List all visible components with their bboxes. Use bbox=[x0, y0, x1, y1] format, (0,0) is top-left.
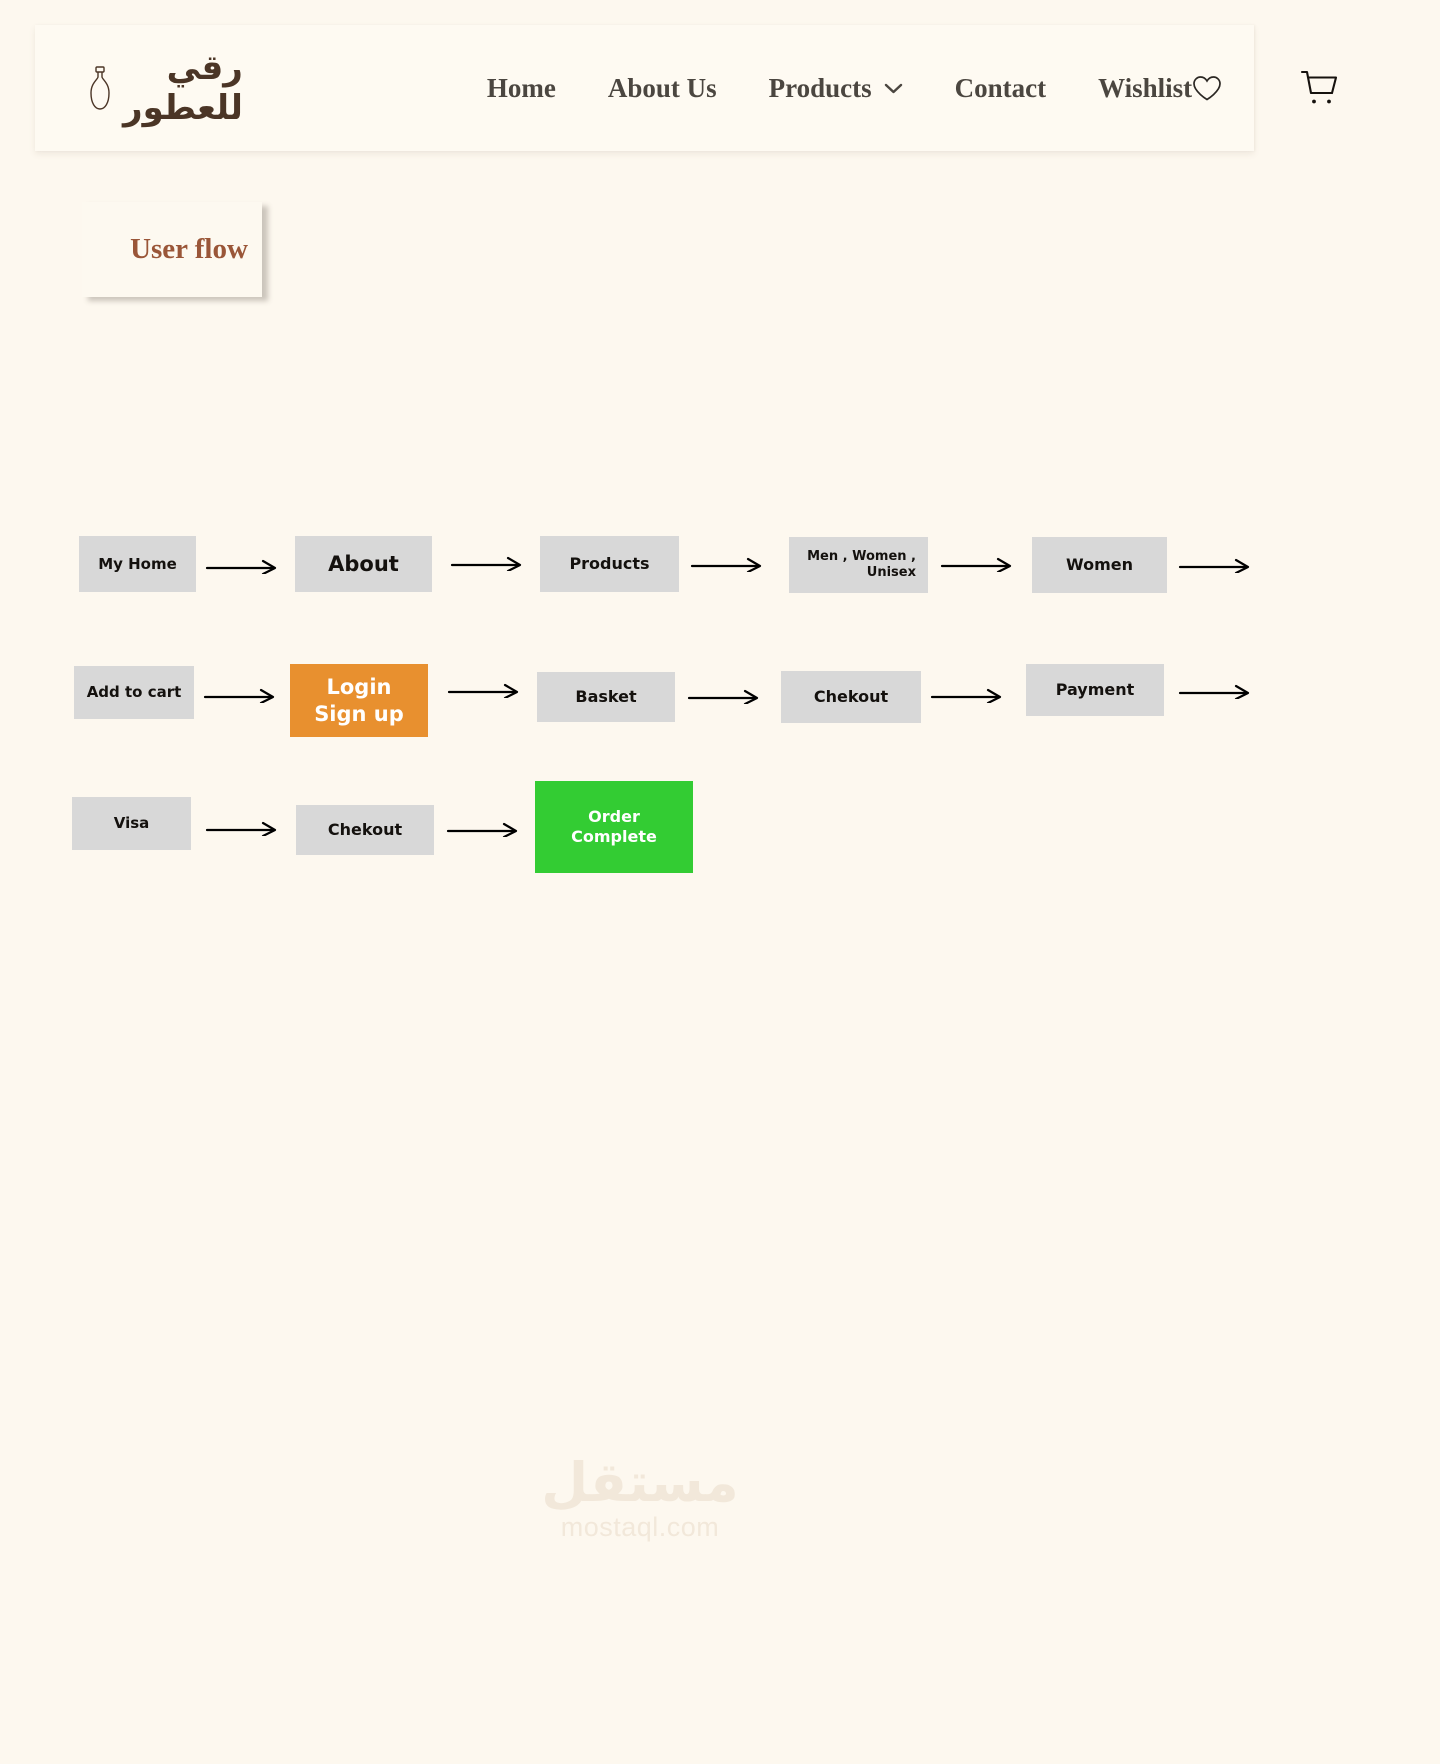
site-header: رقي للعطور Home About Us Products Contac… bbox=[35, 25, 1338, 151]
flow-node[interactable]: Payment bbox=[1026, 664, 1164, 716]
nav-item-about-us[interactable]: About Us bbox=[582, 73, 743, 104]
flow-arrow bbox=[203, 683, 283, 703]
flow-arrow bbox=[446, 817, 526, 837]
flow-node[interactable]: Visa bbox=[72, 797, 191, 850]
watermark-arabic: مستقل bbox=[541, 1451, 739, 1514]
flow-arrow bbox=[930, 683, 1010, 703]
flow-node[interactable]: Login Sign up bbox=[290, 664, 428, 737]
mostaql-watermark: مستقل mostaql.com bbox=[0, 1451, 1280, 1543]
shopping-cart-icon[interactable] bbox=[1298, 68, 1340, 108]
nav-item-wishlist[interactable]: Wishlist bbox=[1072, 73, 1256, 104]
flow-node[interactable]: My Home bbox=[79, 536, 196, 592]
flow-arrow bbox=[1178, 679, 1258, 699]
flow-node[interactable]: Men , Women , Unisex bbox=[789, 537, 928, 593]
page-title: User flow bbox=[130, 233, 248, 265]
flow-arrow bbox=[447, 678, 527, 698]
watermark-latin: mostaql.com bbox=[560, 1511, 720, 1542]
flow-arrow bbox=[687, 684, 767, 704]
flow-arrow bbox=[690, 552, 770, 572]
nav-label-about-us: About Us bbox=[607, 72, 717, 103]
nav-item-home[interactable]: Home bbox=[461, 73, 582, 104]
flow-node[interactable]: Order Complete bbox=[535, 781, 693, 873]
flow-arrow bbox=[940, 552, 1020, 572]
brand-logo[interactable]: رقي للعطور bbox=[87, 48, 243, 128]
nav-item-products[interactable]: Products bbox=[743, 73, 929, 104]
heart-icon[interactable] bbox=[1192, 75, 1230, 102]
brand-name: رقي للعطور bbox=[123, 48, 243, 128]
flow-arrow bbox=[205, 816, 285, 836]
flow-node[interactable]: Basket bbox=[537, 672, 675, 722]
flow-arrow bbox=[205, 554, 285, 574]
flow-node[interactable]: Chekout bbox=[296, 805, 434, 855]
flow-node[interactable]: Add to cart bbox=[74, 666, 194, 719]
flow-arrow bbox=[1178, 553, 1258, 573]
flow-arrow bbox=[450, 551, 530, 571]
chevron-down-icon[interactable] bbox=[884, 82, 903, 94]
user-flow-title-card: User flow bbox=[82, 202, 262, 297]
nav-label-products: Products bbox=[768, 72, 872, 103]
flow-node[interactable]: Chekout bbox=[781, 671, 921, 723]
main-navigation: Home About Us Products Contact Wishlist bbox=[461, 68, 1340, 108]
nav-label-wishlist: Wishlist bbox=[1098, 72, 1193, 103]
nav-item-contact[interactable]: Contact bbox=[929, 73, 1072, 104]
nav-label-contact: Contact bbox=[954, 72, 1047, 103]
flow-node[interactable]: About bbox=[295, 536, 432, 592]
flow-node[interactable]: Products bbox=[540, 536, 679, 592]
perfume-bottle-icon bbox=[87, 65, 113, 111]
flow-node[interactable]: Women bbox=[1032, 537, 1167, 593]
nav-label-home: Home bbox=[486, 72, 556, 103]
